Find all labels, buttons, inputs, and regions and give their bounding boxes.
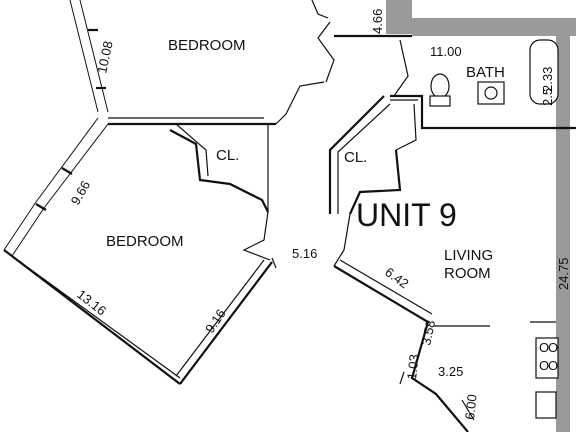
closet-center-label: CL. (344, 149, 367, 166)
dim-325: 3.25 (438, 364, 463, 379)
dim-966: 9.66 (68, 178, 94, 207)
range: O O O O (535, 340, 558, 419)
sink-basin (484, 86, 498, 100)
dim-358: 3.58 (418, 319, 438, 347)
burner: O (548, 358, 558, 373)
bedroom-top-label: BEDROOM (168, 37, 246, 54)
stove (535, 337, 559, 379)
dim-516: 5.16 (292, 246, 317, 261)
burner: O (539, 358, 549, 373)
closet-left-label: CL. (216, 147, 239, 164)
burner: O (539, 340, 549, 355)
bath-fixtures (429, 39, 559, 107)
dim-466: 4.66 (370, 9, 385, 34)
bathtub (529, 39, 559, 105)
burner: O (548, 340, 558, 355)
toilet-tank (429, 95, 451, 107)
structural-hatch (386, 0, 576, 432)
dim-233: 2.33 (540, 67, 555, 92)
dim-916: 9.16 (202, 306, 229, 335)
bath-label: BATH (466, 64, 505, 81)
dim-103: 1.03 (404, 354, 422, 381)
living-room-label-1: LIVING (444, 247, 493, 264)
bedroom-left-label: BEDROOM (106, 233, 184, 250)
dim-1008: 10.08 (94, 40, 115, 75)
kitchen-sink (535, 391, 557, 419)
unit-title: UNIT 9 (356, 197, 457, 233)
toilet (430, 73, 450, 99)
room-labels: BEDROOM BEDROOM CL. CL. BATH LIVING ROOM… (106, 37, 505, 282)
exterior-walls (3, 0, 469, 432)
dim-600: 6.00 (462, 394, 480, 421)
dim-25: 2.5 (540, 88, 555, 106)
dim-2475: 24.75 (556, 257, 571, 290)
interior-walls (108, 0, 576, 421)
dim-1100: 11.00 (430, 44, 462, 59)
living-room-label-2: ROOM (444, 265, 491, 282)
